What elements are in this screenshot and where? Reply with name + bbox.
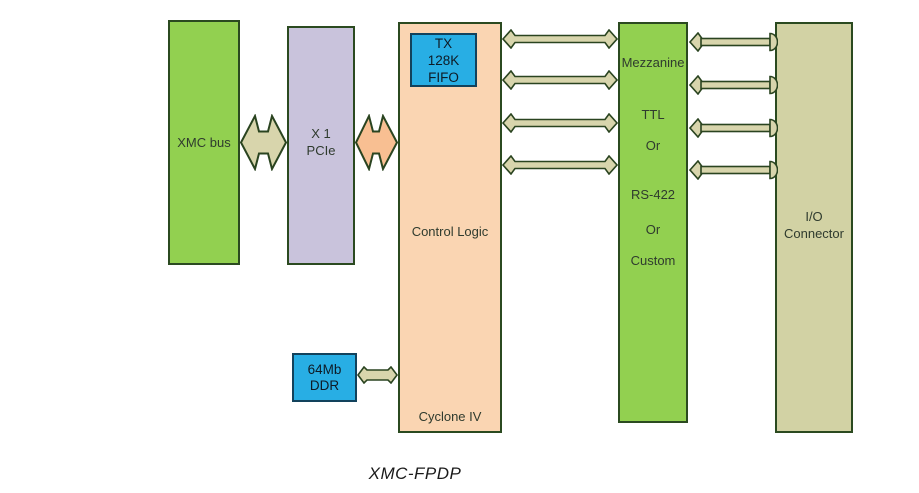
fpga-mezzanine-double-arrow-4-icon <box>502 155 618 175</box>
ddr-block: 64Mb DDR <box>292 353 357 402</box>
io-connector-block: I/O Connector <box>775 22 853 433</box>
cyclone-iv-label: Cyclone IV <box>418 409 482 424</box>
tx-fifo-line-2: 128K <box>427 52 460 68</box>
mezzanine-line-6: Custom <box>630 253 676 268</box>
mezzanine-io-arrow-4-icon <box>689 160 778 180</box>
tx-fifo-block: TX 128K FIFO <box>410 33 477 87</box>
control-logic-label: Control Logic <box>411 224 489 239</box>
mezzanine-line-3: Or <box>645 138 661 153</box>
pcie-fpga-double-arrow-icon <box>355 114 398 171</box>
mezzanine-line-2: TTL <box>641 107 665 122</box>
mezzanine-block: Mezzanine TTL Or RS-422 Or Custom <box>618 22 688 423</box>
xmc-pcie-double-arrow-icon <box>240 114 287 171</box>
mezzanine-line-5: Or <box>645 222 661 237</box>
ddr-line-2: DDR <box>309 377 340 393</box>
fpga-mezzanine-double-arrow-1-icon <box>502 29 618 49</box>
pcie-label-line2: PCIe <box>306 143 336 158</box>
mezzanine-io-arrow-3-icon <box>689 118 778 138</box>
mezzanine-line-1: Mezzanine <box>621 55 685 70</box>
tx-fifo-line-1: TX <box>434 35 453 51</box>
mezzanine-line-4: RS-422 <box>630 187 676 202</box>
mezzanine-io-arrow-1-icon <box>689 32 778 52</box>
ddr-line-1: 64Mb <box>307 361 342 377</box>
fpga-mezzanine-double-arrow-2-icon <box>502 70 618 90</box>
fpga-mezzanine-double-arrow-3-icon <box>502 113 618 133</box>
mezzanine-io-arrow-2-icon <box>689 75 778 95</box>
ddr-fpga-double-arrow-icon <box>357 366 398 384</box>
pcie-label-line1: X 1 <box>311 126 331 141</box>
control-logic-block: Control Logic Cyclone IV <box>398 22 502 433</box>
io-connector-label-line1: I/O <box>805 209 823 224</box>
xmc-bus-block: XMC bus <box>168 20 240 265</box>
tx-fifo-line-3: FIFO <box>428 69 459 85</box>
pcie-block: X 1 PCIe <box>287 26 355 265</box>
diagram-title: XMC-FPDP <box>368 464 462 483</box>
io-connector-label-line2: Connector <box>784 226 844 241</box>
xmc-bus-label: XMC bus <box>177 134 231 150</box>
